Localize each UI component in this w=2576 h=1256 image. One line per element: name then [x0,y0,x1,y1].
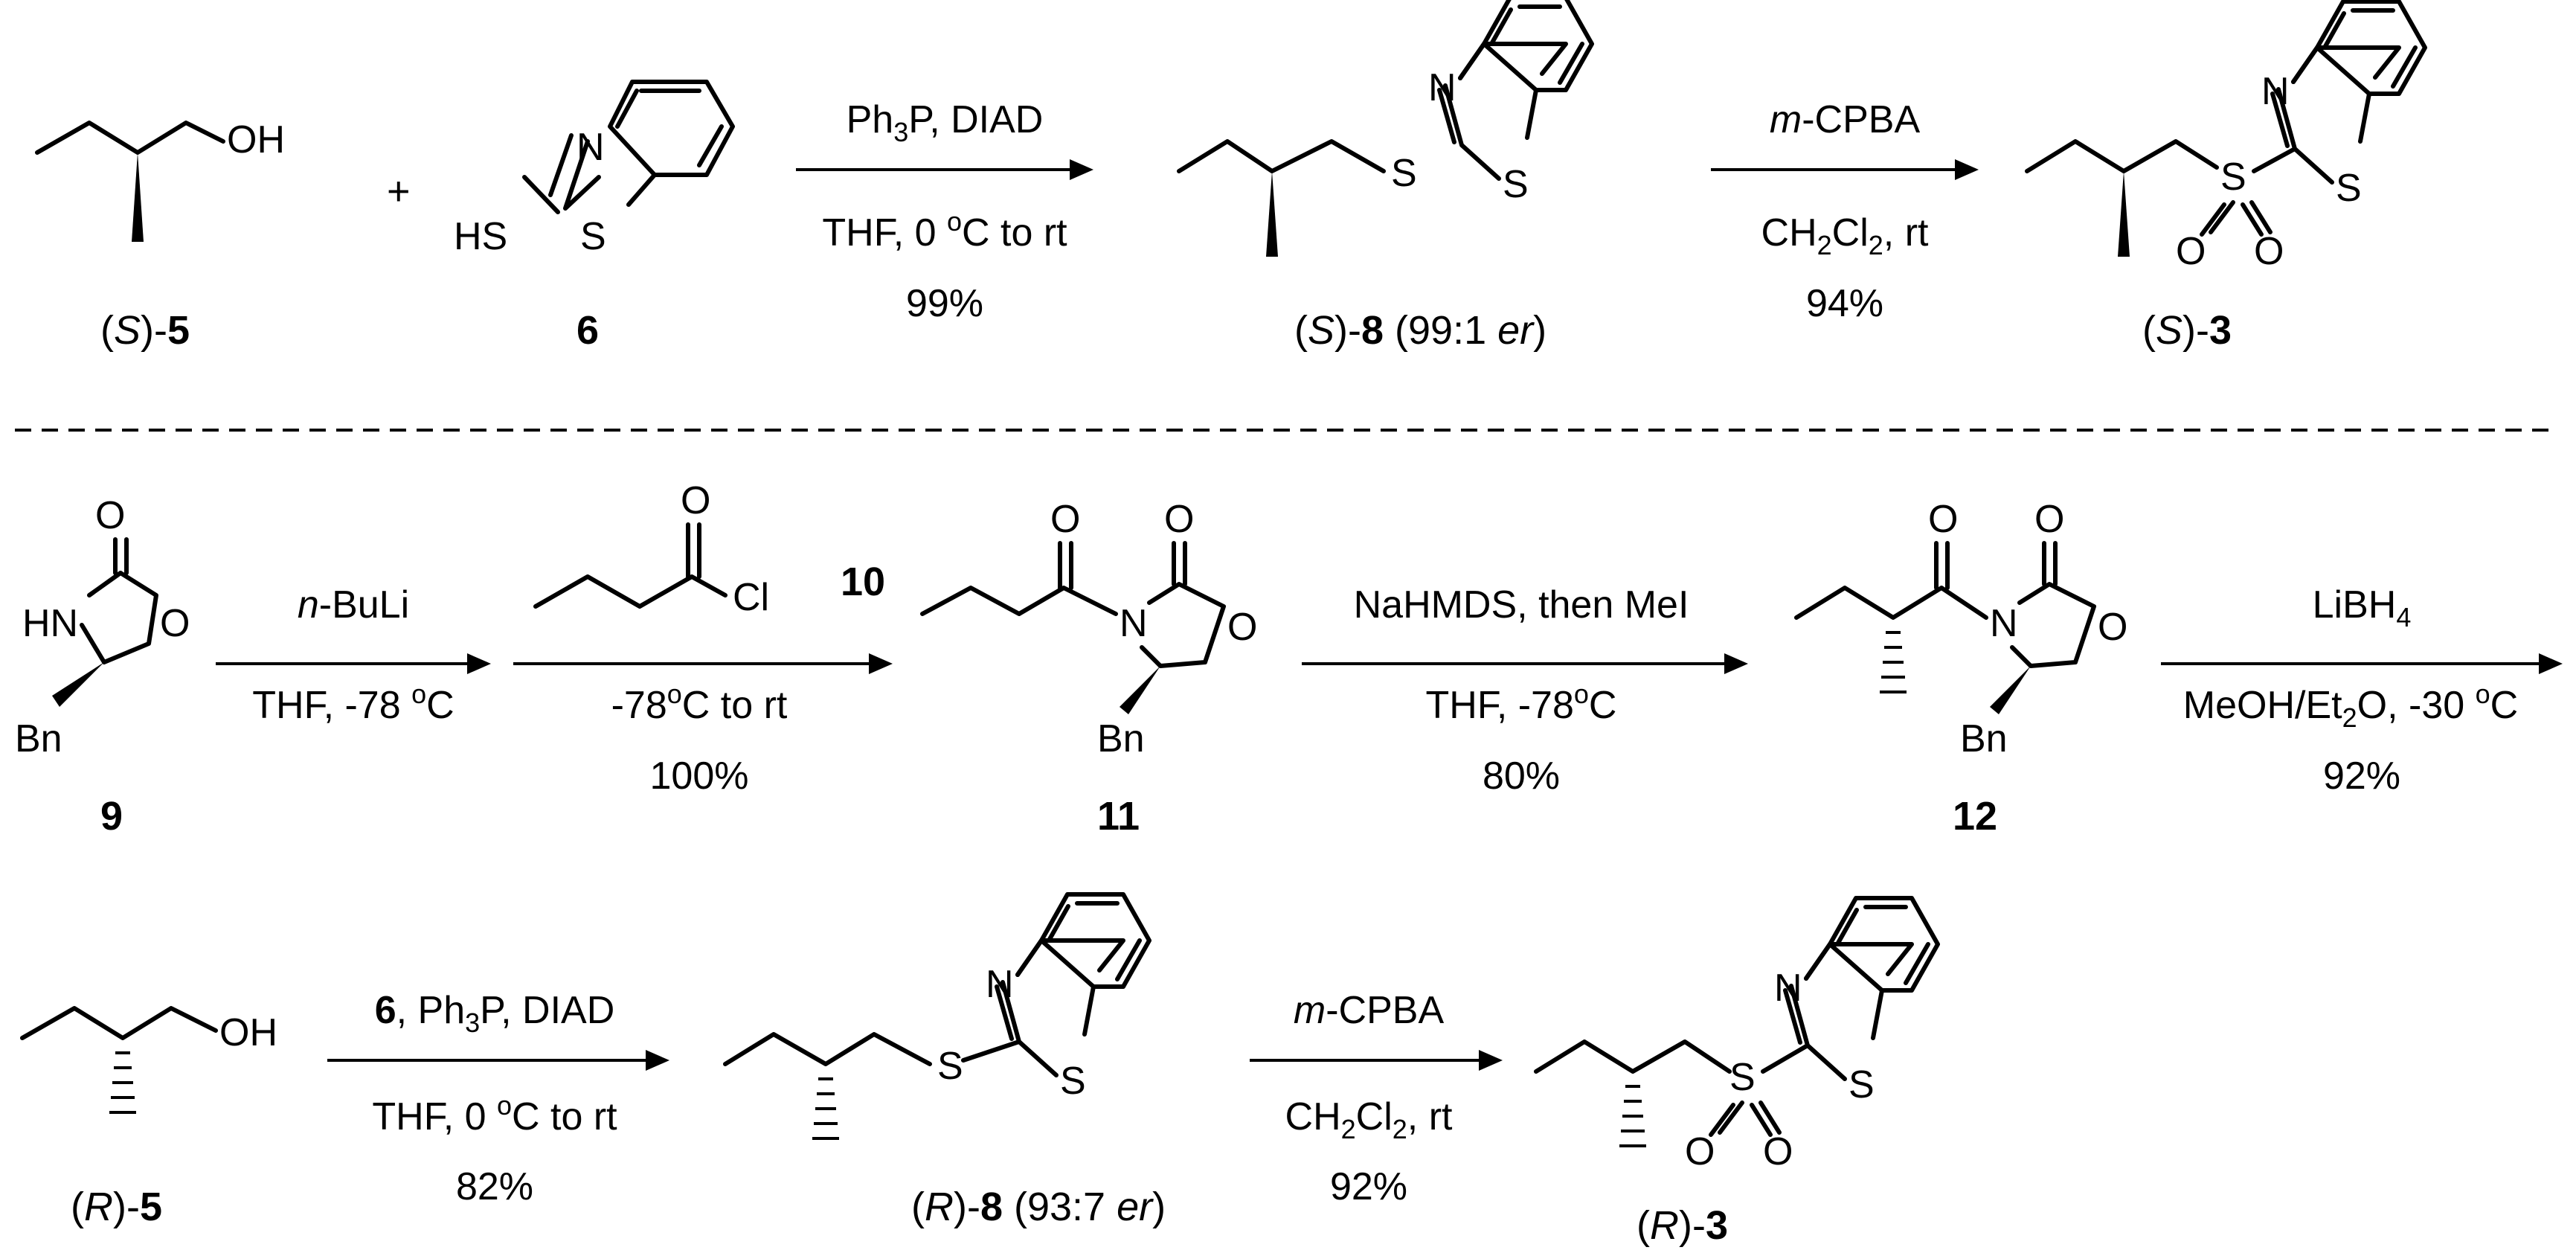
compound-label-S-5: (S)-5 [100,308,190,353]
step4-yield: 100% [650,754,749,798]
n-atom-label: N [2261,70,2290,113]
bn-label: Bn [1960,717,2008,760]
o-atom-label: O [160,602,190,645]
step2-arrow: m-CPBA CH2Cl2, rt 94% [1711,98,1979,325]
step2-conditions: CH2Cl2, rt [1761,211,1929,260]
step3-conditions: THF, -78 oC [252,679,454,727]
compound-R-3: S O O N S (R)-3 [1534,898,1938,1248]
step6-arrow: LiBH4 MeOH/Et2O, -30 oC 92% [2161,583,2563,798]
compound-R-5: OH (R)-5 [20,1006,277,1229]
s-thioether-label: S [1391,152,1417,195]
bn-label: Bn [15,717,62,760]
s-ring-label: S [1060,1060,1086,1103]
compound-label-11: 11 [1097,794,1140,839]
compound-label-R-8: (R)-8 (93:7 er) [911,1185,1166,1229]
oh-label: OH [227,118,285,161]
compound-label-R-3: (R)-3 [1637,1203,1728,1248]
o-atom-label: O [1685,1130,1715,1173]
step7-reagents: 6, Ph3P, DIAD [375,989,615,1038]
step8-yield: 92% [1330,1165,1407,1208]
compound-label-6: 6 [576,308,599,353]
step4-arrow: O Cl 10 -78oC to rt 100% [513,479,893,798]
compound-6: N S HS 6 [454,80,735,353]
step1-yield: 99% [906,282,983,325]
step6-reagents: LiBH4 [2313,583,2412,632]
s-sulfonyl-label: S [1729,1056,1756,1099]
step1-arrow: Ph3P, DIAD THF, 0 oC to rt 99% [796,98,1093,325]
step8-reagents: m-CPBA [1294,989,1445,1032]
step1-conditions: THF, 0 oC to rt [822,206,1067,254]
o-atom-label: O [1050,498,1080,541]
compound-label-S-3: (S)-3 [2142,308,2232,353]
step4-conditions: -78oC to rt [611,679,788,727]
o-atom-label: O [1763,1130,1793,1173]
o-atom-label: O [95,494,125,537]
compound-S-5: OH (S)-5 [35,118,285,353]
step5-conditions: THF, -78oC [1426,679,1617,727]
step8-arrow: m-CPBA CH2Cl2, rt 92% [1250,989,1503,1208]
s-ring-label: S [1849,1063,1875,1106]
step2-yield: 94% [1806,282,1883,325]
o-atom-label: O [681,479,710,522]
compound-label-12: 12 [1953,794,1997,839]
step5-reagents: NaHMDS, then MeI [1354,583,1689,627]
step6-yield: 92% [2323,754,2400,798]
compound-9: O HN O Bn 9 [15,494,190,839]
step2-reagents: m-CPBA [1770,98,1921,141]
o-atom-label: O [2034,498,2064,541]
step5-arrow: NaHMDS, then MeI THF, -78oC 80% [1302,583,1748,798]
reagent-label-10: 10 [841,560,885,604]
plus-sign: + [387,169,411,214]
hn-label: HN [22,602,78,645]
step5-yield: 80% [1483,754,1560,798]
compound-12: O N O O Bn 12 [1794,498,2127,839]
s-ring-label: S [1503,163,1529,206]
hs-label: HS [454,215,507,258]
step8-conditions: CH2Cl2, rt [1285,1095,1453,1144]
n-atom-label: N [1774,967,1802,1010]
n-atom-label: N [1428,66,1456,109]
o-atom-label: O [2176,230,2206,273]
o-atom-label: O [1928,498,1958,541]
step1-reagents: Ph3P, DIAD [847,98,1044,147]
s-ring-label: S [2336,167,2362,210]
s-atom-label: S [580,215,606,258]
bn-label: Bn [1097,717,1145,760]
compound-S-3: S O O N S (S)-3 [2025,1,2425,353]
compound-label-R-5: (R)-5 [71,1185,162,1229]
step3-reagents: n-BuLi [298,583,409,627]
step7-arrow: 6, Ph3P, DIAD THF, 0 oC to rt 82% [327,989,669,1208]
n-atom-label: N [1990,602,2018,645]
compound-S-8: S N S (S)-8 (99:1 er) [1177,0,1592,353]
n-atom-label: N [576,126,605,169]
oh-label: OH [219,1011,277,1054]
step7-conditions: THF, 0 oC to rt [372,1090,617,1138]
o-atom-label: O [2098,606,2127,649]
step3-arrow: n-BuLi THF, -78 oC [216,583,491,727]
compound-11: O N O O Bn 11 [920,498,1257,839]
compound-label-9: 9 [100,794,123,839]
s-sulfonyl-label: S [2220,156,2246,199]
n-atom-label: N [1120,602,1148,645]
cl-label: Cl [733,576,769,619]
s-thioether-label: S [937,1045,963,1088]
o-atom-label: O [2254,230,2284,273]
step6-conditions: MeOH/Et2O, -30 oC [2183,679,2518,733]
o-atom-label: O [1164,498,1194,541]
compound-R-8: S N S (R)-8 (93:7 er) [723,894,1166,1229]
step7-yield: 82% [456,1165,533,1208]
n-atom-label: N [986,963,1014,1006]
o-atom-label: O [1227,606,1257,649]
compound-label-S-8: (S)-8 (99:1 er) [1294,308,1546,353]
